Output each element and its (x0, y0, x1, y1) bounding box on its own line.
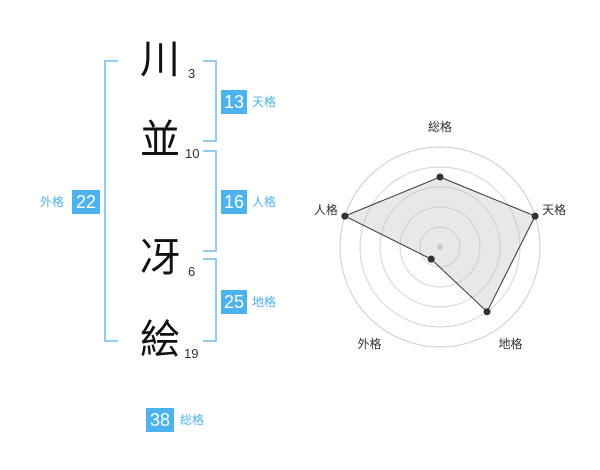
radar-rings (339, 146, 541, 348)
name-char-1: 川 (140, 37, 180, 83)
name-char-3: 冴 (140, 235, 180, 281)
radar-ring (399, 206, 481, 288)
name-char-2: 並 (140, 117, 180, 163)
radar-axis-label-2: 天格 (542, 202, 566, 217)
tenkaku-value: 13 (221, 90, 247, 114)
gaikaku-label: 外格 (40, 195, 65, 209)
radar-axis-label-1: 総格 (428, 119, 452, 134)
radar-point-2 (531, 212, 539, 220)
soukaku-value: 38 (146, 408, 174, 432)
chikaku-label: 地格 (252, 295, 277, 309)
radar-point-1 (436, 173, 444, 181)
stroke-count-3: 6 (188, 264, 196, 279)
chikaku-bracket (203, 258, 217, 342)
tenkaku-label: 天格 (252, 95, 277, 109)
stroke-count-4: 19 (184, 346, 199, 361)
jinkaku-value: 16 (221, 190, 247, 214)
gaikaku-value: 22 (72, 190, 100, 214)
stroke-count-1: 3 (188, 66, 196, 81)
radar-point-4 (427, 255, 435, 263)
tenkaku-bracket (203, 60, 217, 142)
name-char-4: 絵 (140, 317, 180, 363)
radar-axis-label-3: 地格 (499, 336, 523, 351)
radar-ring (379, 186, 501, 308)
soukaku-label: 総格 (180, 413, 205, 427)
stroke-count-2: 10 (185, 146, 200, 161)
radar-series (341, 173, 539, 316)
gaikaku-bracket (104, 60, 118, 342)
radar-series-area (343, 176, 536, 313)
radar-axis-label-4: 外格 (357, 336, 381, 351)
chikaku-value: 25 (221, 290, 247, 314)
radar-axis-label-5: 人格 (314, 202, 338, 217)
radar-point-5 (341, 212, 349, 220)
radar-point-3 (483, 308, 491, 316)
jinkaku-bracket (203, 150, 217, 252)
jinkaku-label: 人格 (252, 195, 277, 209)
radar-center (437, 244, 443, 250)
